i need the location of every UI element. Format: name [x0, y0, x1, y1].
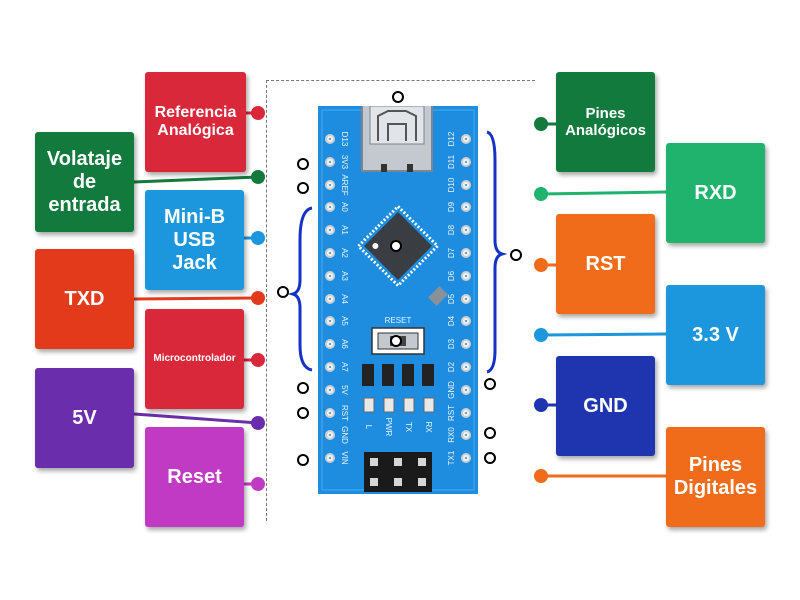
- label-pines-analogicos[interactable]: Pines Analógicos: [556, 72, 655, 172]
- pin-pad: [461, 270, 471, 281]
- pin-label: A2: [340, 248, 350, 258]
- led-label: RX: [424, 421, 434, 433]
- pin-pad: [461, 179, 471, 190]
- pin-pad: [325, 179, 335, 190]
- pin-label: AREF: [340, 173, 350, 196]
- pin-pad: [325, 430, 335, 441]
- pin-label: VIN: [340, 451, 350, 465]
- pin-label: A3: [340, 270, 350, 281]
- drop-target[interactable]: [392, 91, 404, 103]
- pin-pad: [461, 407, 471, 418]
- pin-label: D11: [446, 154, 456, 169]
- drop-target[interactable]: [277, 286, 289, 298]
- pin-label: A5: [340, 316, 350, 327]
- pin-label: D2: [446, 361, 456, 373]
- label-3v3[interactable]: 3.3 V: [666, 285, 765, 385]
- pin-label: RST: [340, 404, 350, 421]
- pin-pad: [325, 134, 335, 144]
- drop-target[interactable]: [510, 249, 522, 261]
- pin-pad: [325, 453, 335, 464]
- pin-pad: [325, 202, 335, 213]
- pin-pad: [325, 248, 335, 258]
- drop-target[interactable]: [390, 240, 402, 252]
- led-label: TX: [404, 421, 414, 433]
- pin-label: D6: [446, 270, 456, 281]
- pin-pad: [461, 384, 471, 395]
- pin-label: A7: [340, 362, 350, 372]
- pin-label: D5: [446, 293, 456, 304]
- pin-pad: [325, 407, 335, 418]
- label-rxd[interactable]: RXD: [666, 143, 765, 243]
- pin-label: A0: [340, 202, 350, 213]
- pin-label: RX0: [446, 427, 456, 444]
- drop-target[interactable]: [297, 182, 309, 194]
- pin-pad: [461, 248, 471, 258]
- pin-pad: [461, 293, 471, 304]
- led-label: L: [364, 424, 374, 430]
- pin-label: 3V3: [340, 154, 350, 169]
- pin-pad: [325, 384, 335, 395]
- label-voltaje-entrada[interactable]: Volataje de entrada: [35, 132, 134, 232]
- pin-label: GND: [446, 380, 456, 399]
- label-mini-b-usb[interactable]: Mini-B USB Jack: [145, 190, 244, 290]
- pin-label: D7: [446, 247, 456, 259]
- pin-pad: [325, 339, 335, 350]
- pin-pad: [461, 316, 471, 327]
- pin-pad: [461, 339, 471, 350]
- pin-label: D8: [446, 225, 456, 236]
- pin-pad: [325, 270, 335, 281]
- pin-pad: [325, 293, 335, 304]
- label-pines-digitales[interactable]: Pines Digitales: [666, 427, 765, 527]
- pin-pad: [461, 453, 471, 464]
- pin-pad: [461, 202, 471, 213]
- pin-label: D13: [340, 131, 350, 147]
- pin-pad: [461, 156, 471, 167]
- pin-pad: [325, 156, 335, 167]
- label-microcontrolador[interactable]: Microcontrolador: [145, 309, 244, 409]
- drop-target[interactable]: [484, 378, 496, 390]
- label-5v[interactable]: 5V: [35, 368, 134, 468]
- pin-label: D12: [446, 131, 456, 147]
- drop-target[interactable]: [297, 158, 309, 170]
- label-reset[interactable]: Reset: [145, 427, 244, 527]
- pin-pad: [325, 316, 335, 327]
- pin-label: GND: [340, 426, 350, 445]
- pin-pad: [461, 430, 471, 441]
- board-graphic: [321, 106, 475, 492]
- pin-pad: [325, 225, 335, 236]
- pin-label: A4: [340, 293, 350, 304]
- label-referencia-analogica[interactable]: Referencia Analógica: [145, 72, 246, 172]
- pin-label: TX1: [446, 450, 456, 466]
- pin-label: RST: [446, 404, 456, 421]
- pin-label: 5V: [340, 384, 350, 395]
- drop-target[interactable]: [390, 335, 402, 347]
- drop-target[interactable]: [484, 452, 496, 464]
- drop-target[interactable]: [297, 454, 309, 466]
- pin-pad: [461, 134, 471, 144]
- pin-label: A6: [340, 339, 350, 350]
- pin-pad: [461, 362, 471, 372]
- drop-target[interactable]: [297, 382, 309, 394]
- drop-zone-frame: [266, 80, 535, 521]
- label-gnd[interactable]: GND: [556, 356, 655, 456]
- pin-pad: [325, 362, 335, 372]
- label-rst[interactable]: RST: [556, 214, 655, 314]
- led-label: PWR: [384, 417, 394, 437]
- pin-label: D4: [446, 316, 456, 327]
- pin-label: A1: [340, 225, 350, 236]
- pin-label: D3: [446, 339, 456, 350]
- pin-pad: [461, 225, 471, 236]
- reset-silkscreen: RESET: [384, 316, 412, 325]
- drop-target[interactable]: [297, 407, 309, 419]
- pin-label: D9: [446, 202, 456, 213]
- pin-label: D10: [446, 177, 456, 192]
- label-txd[interactable]: TXD: [35, 249, 134, 349]
- drop-target[interactable]: [484, 427, 496, 439]
